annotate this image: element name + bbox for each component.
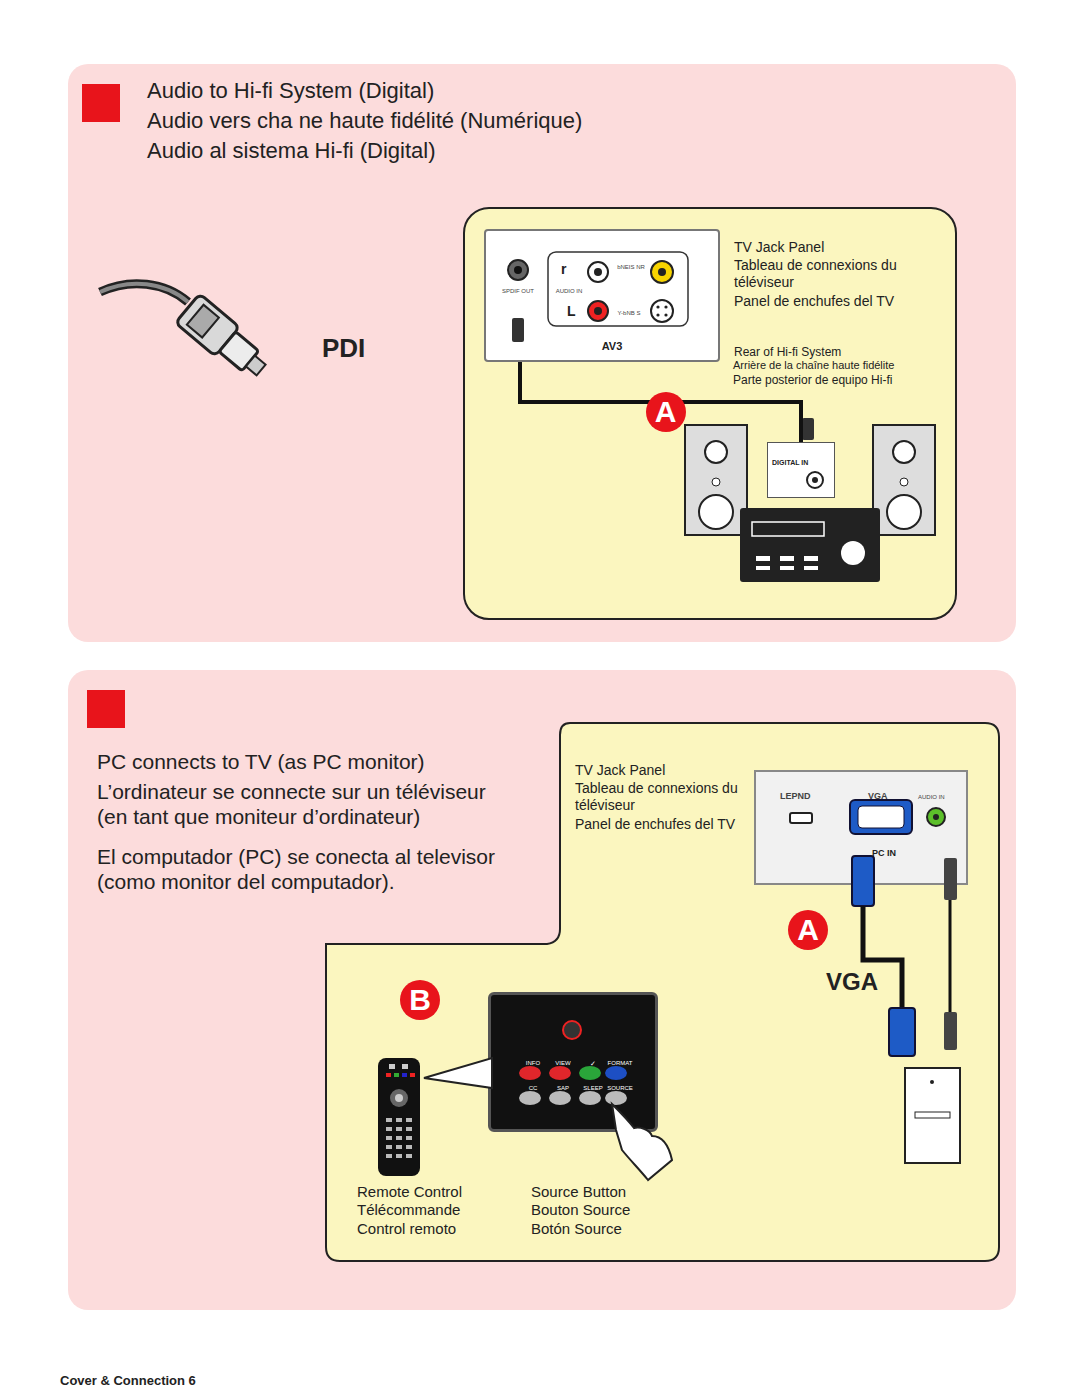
tv-jack-panel: AV3 [484,229,720,362]
remote-zoom: INFOVIEW✓FORMAT CCSAPSLEEPSOURCE [488,992,658,1132]
node-text: Tableau de connexions du téléviseur [734,257,914,290]
port-label: VGA [868,792,888,802]
node-text: Audio vers cha ne haute fidélité (Numéri… [147,108,947,134]
node-text: SAP [549,1085,577,1092]
node-text: Bouton Source [531,1201,681,1219]
pc-cables [852,856,960,1163]
jack-label: AUDIO IN [553,288,585,295]
node-text: SLEEP [579,1085,607,1092]
node-text: Remote Control [357,1183,517,1201]
node-text: Control remoto [357,1220,517,1238]
digital-in-plate: DIGITAL IN [767,442,835,498]
node-text: DIGITAL IN [772,459,810,467]
pc-in-panel: PC IN [754,770,968,885]
node-text: Panel de enchufes del TV [734,293,914,310]
node-text: Botón Source [531,1220,681,1238]
node-text: PC connects to TV (as PC monitor) [97,750,517,775]
node-text: TV Jack Panel [734,239,924,256]
node-text: Panel de enchufes del TV [575,816,755,833]
node-text: Rear of Hi-fi System [734,345,954,359]
callout-letter: A [646,392,686,432]
node-text: L’ordinateur se connecte sur un télévise… [97,780,497,830]
callout-letter: B [400,980,440,1020]
node-text: SOURCE [605,1085,635,1092]
node-text: PC IN [862,848,906,859]
node-text: INFO [519,1060,547,1067]
port-label: LEPND [780,792,811,802]
pc-in-ports [790,800,945,834]
page-footer: Cover & Connection 6 [60,1374,196,1388]
plug-label: PDI [322,334,365,363]
remote-zoom-buttons [519,1021,672,1180]
node-text: FORMAT [605,1060,635,1067]
optical-plug [100,284,273,385]
red-marker [82,84,120,122]
node-text: Tableau de connexions du téléviseur [575,780,755,813]
node-text: Arrière de la chaîne haute fidélite [733,359,955,372]
node-text: TV Jack Panel [575,762,755,779]
node-text: Audio al sistema Hi-fi (Digital) [147,138,947,164]
jack-label: Y-bNB S [612,310,646,317]
node-text: VIEW [549,1060,577,1067]
node-text: ✓ [579,1060,607,1068]
cable-connector [520,362,801,442]
connection-inset: TV Jack PanelTableau de connexions du té… [463,207,957,620]
port-label: AUDIO IN [918,794,945,801]
hifi-system [685,425,935,582]
connection-label: VGA [826,969,878,995]
section-panel: Audio to Hi-fi System (Digital) Audio ver… [68,64,1016,642]
av3-jacks [508,252,823,488]
jack-label: SPDIF OUT [498,288,538,295]
remote-control [378,1058,492,1176]
node-text: Source Button [531,1183,681,1201]
jack-label: bNEIS NR [616,264,646,271]
channel-label: r [561,262,566,277]
node-text: El computador (PC) se conecta al televis… [97,845,497,895]
node-text: AV3 [592,340,632,353]
node-text: Audio to Hi-fi System (Digital) [147,78,947,104]
node-text: Télécommande [357,1201,517,1219]
red-marker [87,690,125,728]
callout-letter: A [788,910,828,950]
node-text: CC [519,1085,547,1092]
channel-label: L [567,304,576,319]
node-text: Parte posterior de equipo Hi-fi [733,373,955,387]
